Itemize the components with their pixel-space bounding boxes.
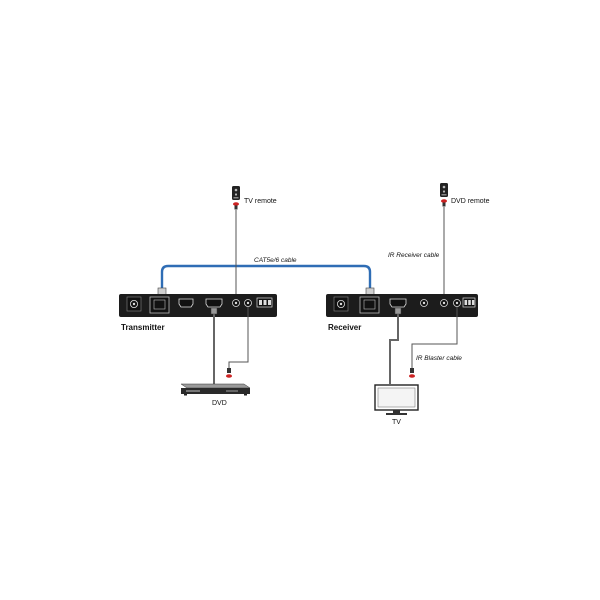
tv-icon xyxy=(374,384,419,415)
transmitter-label: Transmitter xyxy=(121,323,165,332)
transmitter-box xyxy=(119,294,277,317)
ir-eye-icon-rx xyxy=(441,199,447,207)
dvd-player-icon xyxy=(180,383,251,396)
dvd-remote-label: DVD remote xyxy=(451,198,490,205)
tx-rj45-port xyxy=(149,296,170,314)
receiver-label: Receiver xyxy=(328,323,361,332)
dvd-label: DVD xyxy=(212,400,227,407)
rx-hdmi-out-port xyxy=(389,298,407,308)
hdmi-plug-rx xyxy=(394,307,402,315)
rx-rj45-port xyxy=(359,296,380,314)
receiver-box xyxy=(326,294,478,317)
tv-remote-label: TV remote xyxy=(244,198,277,205)
ir-blaster-cable-label: IR Blaster cable xyxy=(416,355,462,362)
tv-remote-icon xyxy=(232,186,240,200)
cat-cable-label: CAT5e/6 cable xyxy=(254,257,297,264)
ir-emitter-icon-tx xyxy=(226,374,232,378)
tv-label: TV xyxy=(392,419,401,426)
ir-blaster-cable-tx xyxy=(228,307,249,370)
cat-cable xyxy=(160,264,372,296)
ir-blaster-cable-rx xyxy=(411,307,458,370)
tx-hdmi-in-port xyxy=(205,298,223,308)
hdmi-plug-tx xyxy=(210,307,218,315)
ir-receiver-cable-label: IR Receiver cable xyxy=(388,252,440,259)
ir-eye-icon xyxy=(233,202,239,210)
hdmi-cable-rx xyxy=(389,310,399,384)
tx-hdmi-out-port xyxy=(178,298,194,308)
dvd-remote-icon xyxy=(440,183,448,197)
ir-emitter-icon-rx xyxy=(409,374,415,378)
